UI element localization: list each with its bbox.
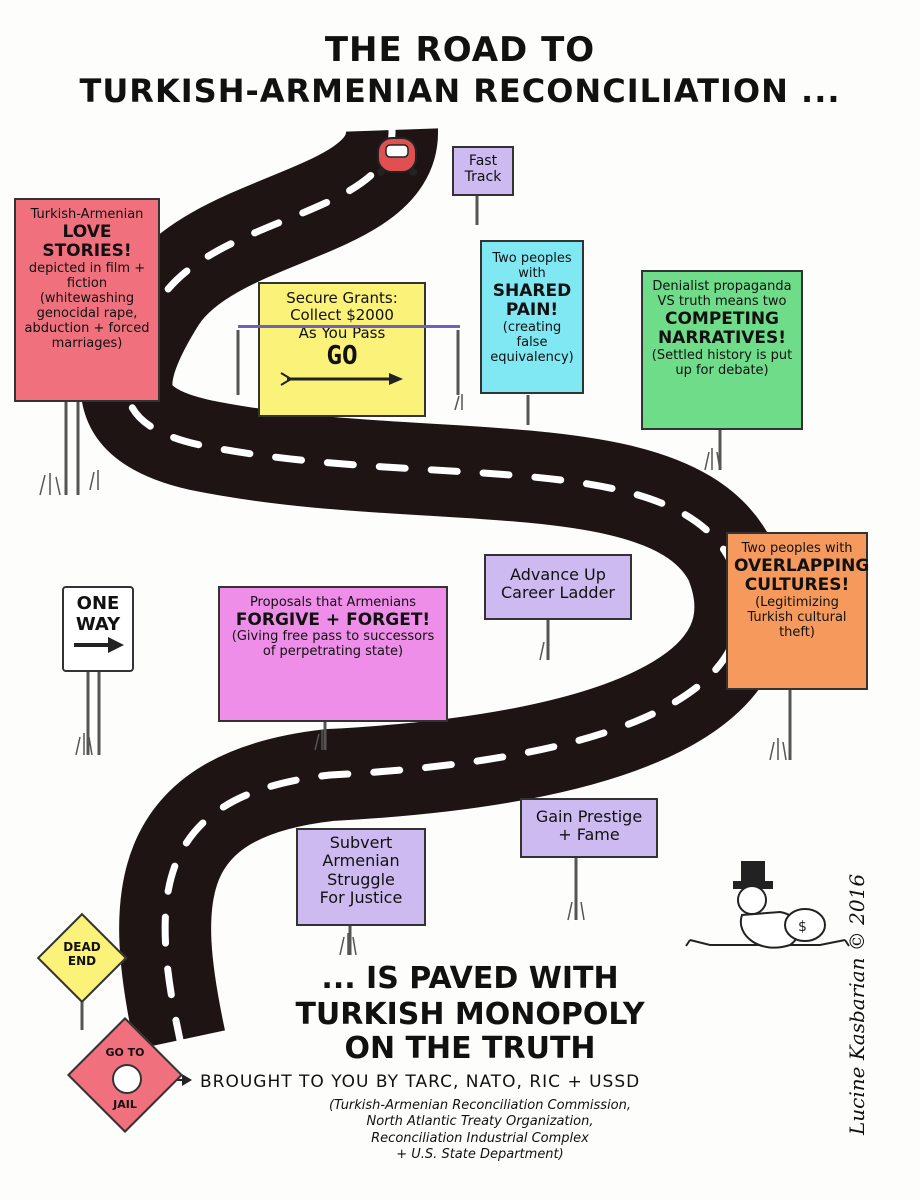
fast-track-line1: Fast: [468, 153, 498, 169]
paren-line1: (Turkish-Armenian Reconciliation Commiss…: [328, 1098, 632, 1113]
sign-love-stories: Turkish-Armenian LOVE STORIES! depicted …: [14, 198, 160, 402]
dead-end-text: DEAD END: [50, 940, 114, 969]
forgive-bold: FORGIVE + FORGET!: [235, 609, 431, 630]
dead-end-line2: END: [67, 954, 97, 969]
svg-text:$: $: [798, 919, 807, 935]
love-stories-pre: Turkish-Armenian: [30, 207, 144, 222]
one-way-arrow-icon: [74, 637, 124, 654]
grants-arrow-icon: [280, 371, 403, 386]
jail-line2: JAIL: [113, 1098, 137, 1111]
competing-bold: COMPETING NARRATIVES!: [657, 308, 787, 349]
shared-pain-bold: SHARED PAIN!: [492, 280, 572, 321]
acronym-expansion: (Turkish-Armenian Reconciliation Commiss…: [290, 1098, 670, 1163]
sign-prestige-fame: Gain Prestige + Fame: [520, 798, 658, 858]
forgive-rest: (Giving free pass to successors of perpe…: [231, 629, 435, 660]
policeman-icon: [112, 1064, 142, 1094]
monopoly-man-icon: $: [685, 861, 850, 949]
bottom-line-3: ON THE TRUTH: [344, 1031, 596, 1066]
overlapping-bold: OVERLAPPING CULTURES!: [734, 555, 870, 596]
sign-overlapping-cultures: Two peoples with OVERLAPPING CULTURES! (…: [726, 532, 870, 690]
forgive-pre: Proposals that Armenians: [249, 595, 417, 610]
brought-to-you-by: BROUGHT TO YOU BY TARC, NATO, RIC + USSD: [200, 1072, 641, 1092]
road-body: [80, 126, 787, 1050]
road-center-dashes: [122, 126, 744, 1044]
career-line2: Career Ladder: [500, 583, 615, 603]
car-icon: [377, 137, 417, 176]
sign-competing-narratives: Denialist propaganda VS truth means two …: [641, 270, 803, 430]
sign-posts: [64, 195, 792, 1030]
subvert-line3: Struggle: [327, 869, 395, 889]
career-line1: Advance Up: [510, 565, 606, 584]
jail-line1: GO TO: [105, 1046, 145, 1059]
dead-end-line1: DEAD: [63, 940, 101, 954]
subvert-line4: For Justice: [319, 888, 403, 908]
bottom-line-2: TURKISH MONOPOLY: [295, 997, 645, 1032]
subvert-line1: Subvert: [329, 833, 393, 852]
overlapping-pre: Two peoples with: [741, 541, 853, 556]
love-stories-bold: LOVE STORIES!: [42, 221, 132, 262]
competing-rest: (Settled history is put up for debate): [651, 347, 793, 378]
one-way-line1: ONE: [76, 593, 120, 614]
title-line-1: THE ROAD TO: [324, 30, 596, 70]
sign-one-way: ONE WAY: [62, 586, 134, 672]
sign-forgive-forget: Proposals that Armenians FORGIVE + FORGE…: [218, 586, 448, 722]
competing-pre: Denialist propaganda VS truth means two: [652, 279, 792, 309]
shared-pain-rest: (creating false equivalency): [490, 319, 574, 365]
sign-subvert-struggle: Subvert Armenian Struggle For Justice: [296, 828, 426, 926]
paren-line3: Reconciliation Industrial Complex: [371, 1130, 589, 1146]
sign-shared-pain: Two peoples with SHARED PAIN! (creating …: [480, 240, 584, 394]
title-line-2: TURKISH-ARMENIAN RECONCILIATION ...: [79, 72, 841, 110]
paren-line4: + U.S. State Department): [396, 1146, 564, 1162]
grants-frame: [238, 325, 460, 332]
shared-pain-pre: Two peoples with: [492, 251, 572, 281]
grants-line1: Secure Grants:: [286, 289, 398, 307]
sign-secure-grants: Secure Grants: Collect $2000 As You Pass…: [258, 282, 426, 417]
grants-line2: Collect $2000: [290, 306, 394, 325]
grants-line3: As You Pass: [298, 323, 386, 342]
bottom-line-1: ... IS PAVED WITH: [321, 961, 619, 996]
prestige-line2: + Fame: [558, 825, 620, 845]
love-stories-rest: depicted in film + fiction (whitewashing…: [24, 261, 150, 351]
fast-track-line2: Track: [464, 169, 502, 186]
prestige-line1: Gain Prestige: [535, 807, 643, 826]
subvert-line2: Armenian: [322, 851, 400, 871]
sign-fast-track: Fast Track: [452, 146, 514, 196]
signature: Lucine Kasbarian © 2016: [845, 873, 869, 1135]
sign-career-ladder: Advance Up Career Ladder: [484, 554, 632, 620]
one-way-line2: WAY: [75, 613, 121, 635]
grants-go: GO: [326, 340, 358, 371]
paren-line2: North Atlantic Treaty Organization,: [366, 1114, 594, 1130]
overlapping-rest: (Legitimizing Turkish cultural theft): [747, 595, 847, 640]
